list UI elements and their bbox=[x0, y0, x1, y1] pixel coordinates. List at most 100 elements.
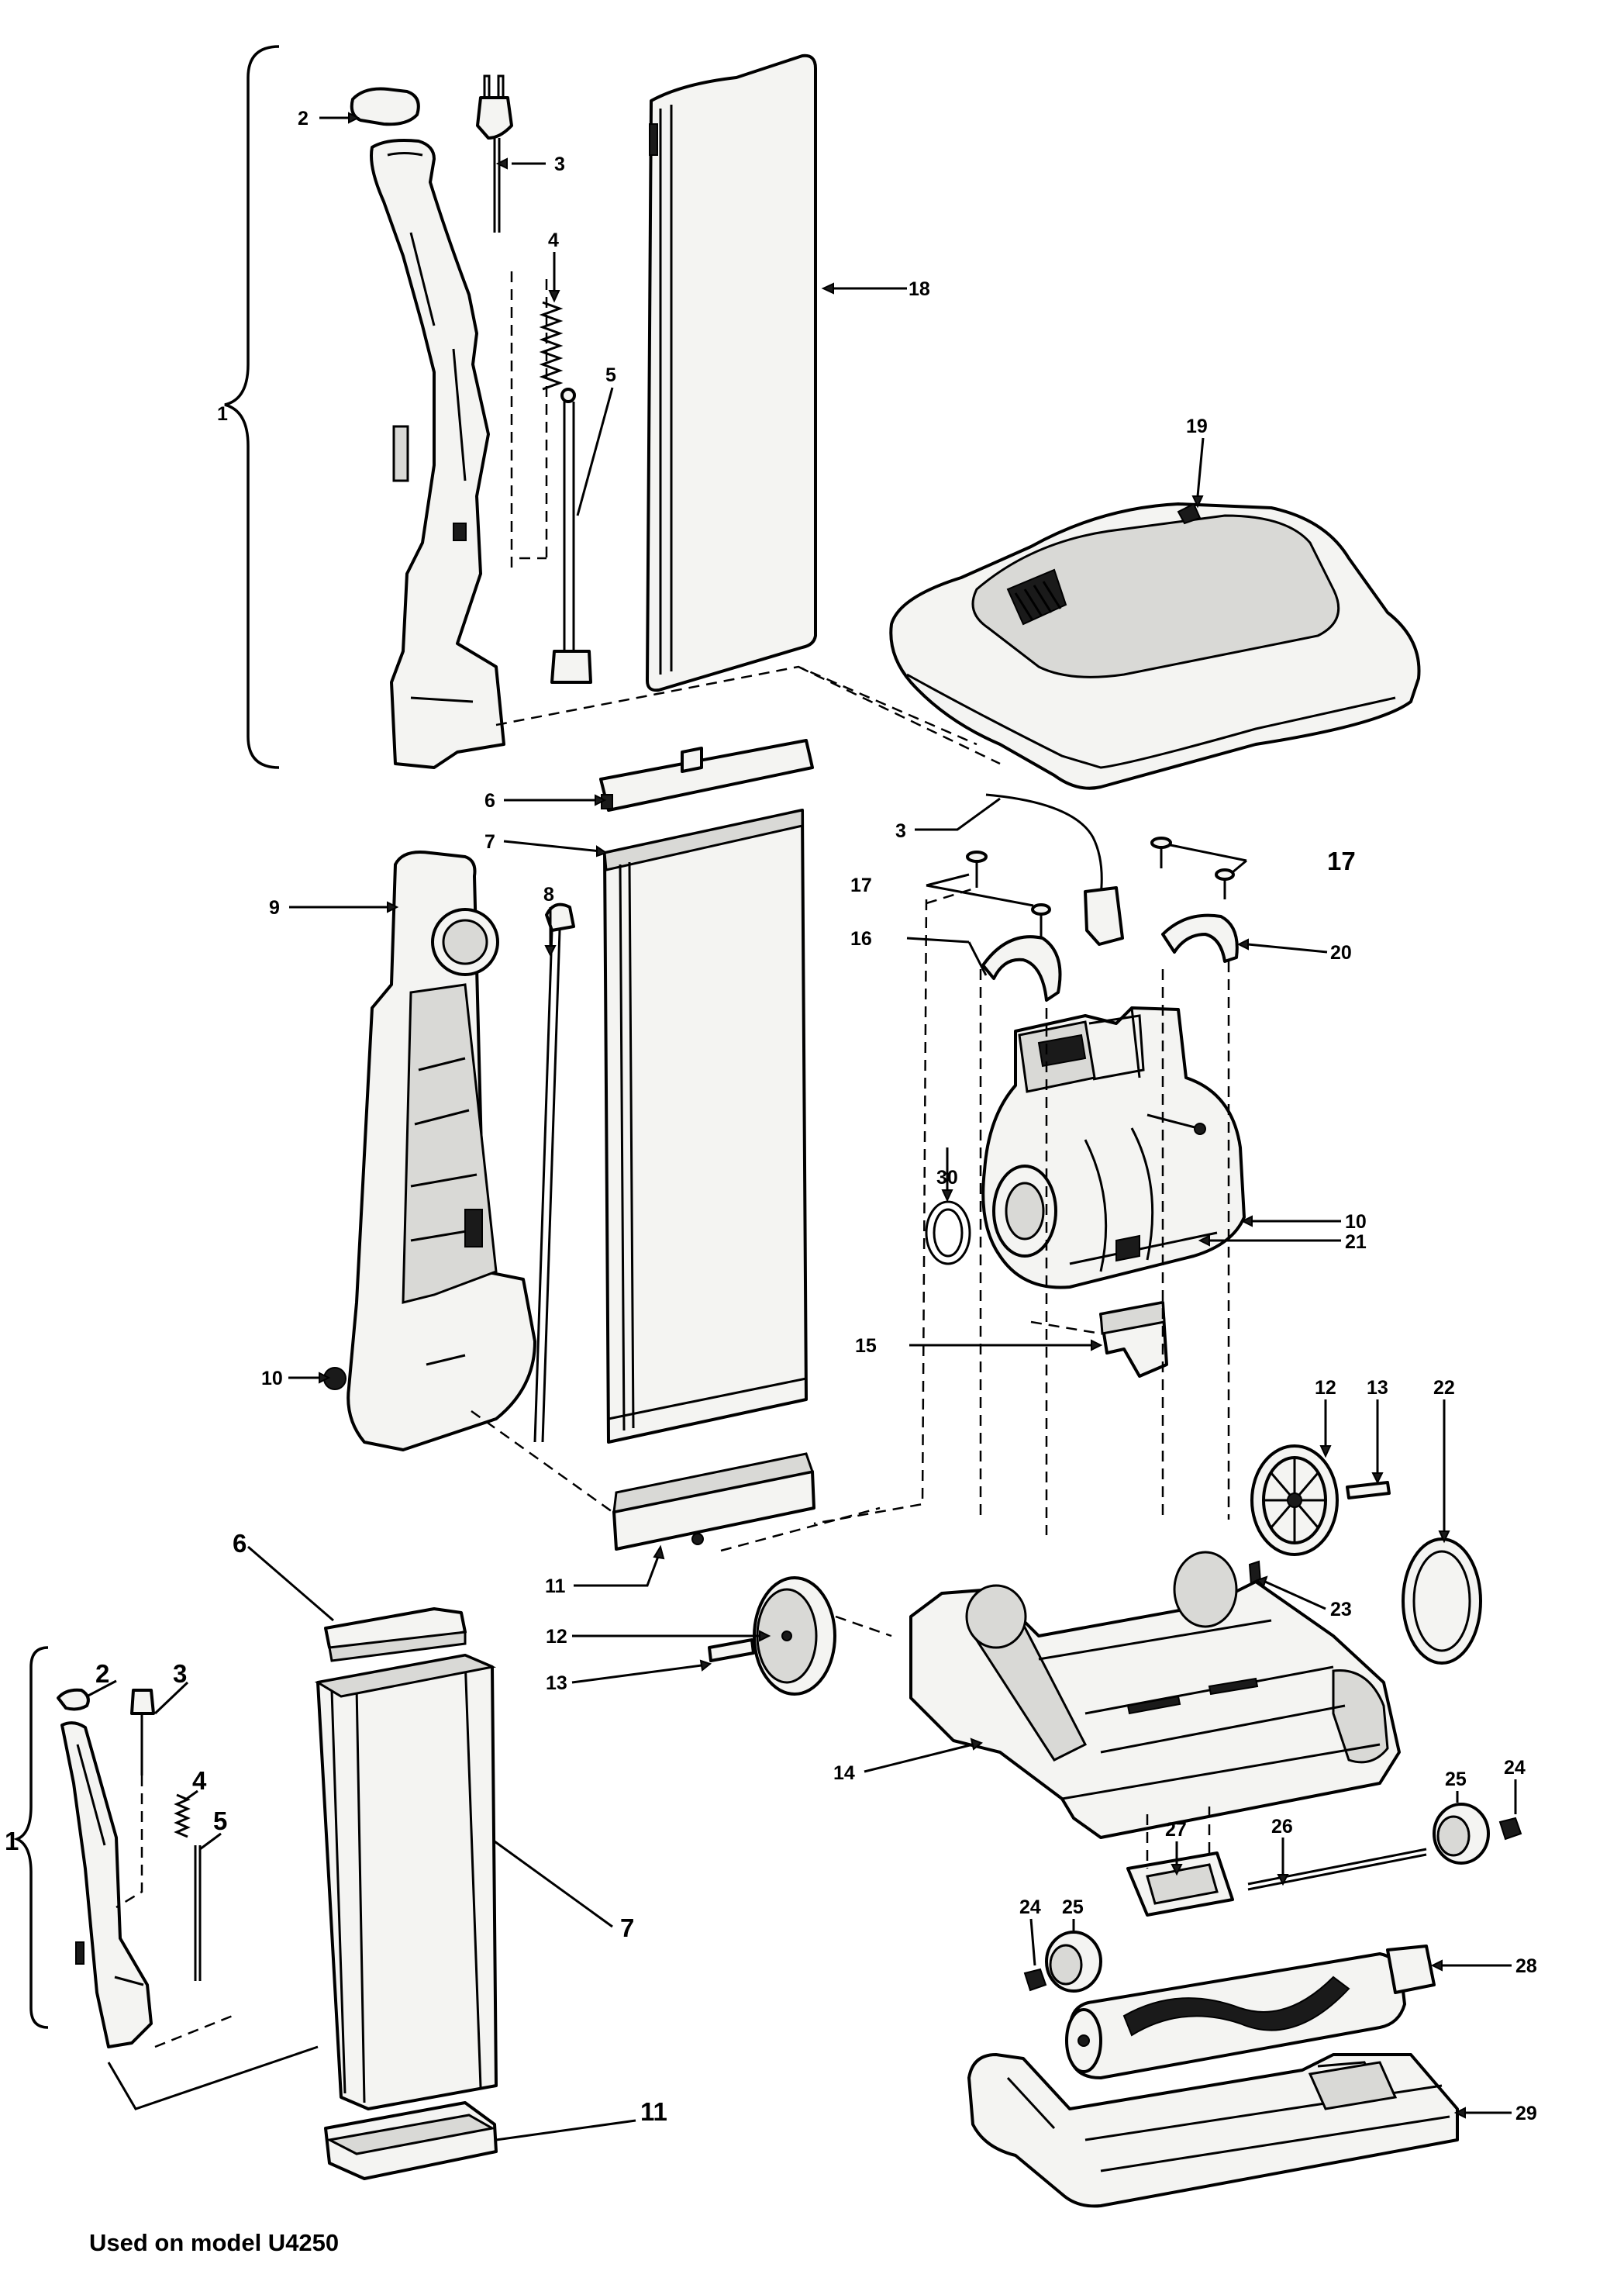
alt-pointer-lines bbox=[107, 2045, 319, 2110]
bottom-plate-lines bbox=[1006, 2061, 1450, 2172]
callout-25-left: 25 bbox=[1062, 1896, 1084, 1918]
cord-plug-part-3 bbox=[476, 74, 513, 233]
callout-10-left: 10 bbox=[261, 1368, 283, 1389]
callout-4-low: 4 bbox=[192, 1766, 207, 1795]
axle-part-13-mid bbox=[708, 1638, 755, 1662]
callout-6-mid: 6 bbox=[484, 790, 495, 812]
nut-part-24-left bbox=[1023, 1968, 1047, 1992]
callout-6-low: 6 bbox=[233, 1529, 247, 1558]
handle-switch-slot bbox=[453, 523, 467, 541]
hood-vent-slats bbox=[1014, 581, 1062, 621]
belt-guard-part-27-face bbox=[1146, 1863, 1219, 1905]
callout-17-right: 17 bbox=[1327, 847, 1356, 875]
callout-3-low: 3 bbox=[173, 1659, 187, 1688]
callout-5-top: 5 bbox=[605, 364, 616, 386]
bag-clamp-bottom-face bbox=[612, 1452, 814, 1513]
brush-roll-end-hole bbox=[1077, 2034, 1090, 2047]
base-axle-housing bbox=[1332, 1669, 1389, 1764]
handle-cord-hook bbox=[392, 425, 409, 482]
tire-part-22 bbox=[1402, 1537, 1482, 1665]
bag-cover-edge bbox=[659, 105, 673, 675]
callout-13-right: 13 bbox=[1367, 1377, 1388, 1399]
wheel-mid-hub bbox=[781, 1631, 792, 1641]
hood-vent bbox=[1006, 568, 1067, 626]
motor-screw-part-10 bbox=[1146, 1113, 1198, 1130]
alt-bag-clamp-top-face bbox=[328, 1631, 467, 1662]
bracket-part-15-face bbox=[1099, 1301, 1166, 1335]
callout-2-top: 2 bbox=[298, 108, 309, 129]
axle-part-13-right bbox=[1346, 1481, 1391, 1499]
callout-26: 26 bbox=[1271, 1816, 1293, 1838]
cord-connector bbox=[1084, 886, 1124, 946]
alt-guide-dashline bbox=[116, 1775, 233, 2048]
callout-12-mid: 12 bbox=[546, 1626, 567, 1648]
callout-16: 16 bbox=[850, 928, 872, 950]
callout-7-low: 7 bbox=[620, 1913, 634, 1942]
callout-28: 28 bbox=[1515, 1955, 1537, 1977]
guide-dashline-brush bbox=[1146, 1807, 1211, 1869]
base-wheel-right bbox=[1173, 1551, 1238, 1628]
bottom-plate-rear bbox=[1308, 2061, 1398, 2110]
callout-23: 23 bbox=[1330, 1599, 1352, 1620]
callout-labels: 1 2 3 4 5 18 19 6 7 3 9 8 17 17 16 20 30… bbox=[5, 108, 1537, 2126]
callout-14: 14 bbox=[833, 1762, 855, 1784]
end-cap-part-25-left-face bbox=[1049, 1944, 1083, 1986]
rod-part-5 bbox=[550, 388, 592, 684]
shaft-part-26 bbox=[1247, 1848, 1427, 1886]
leader-lines bbox=[86, 112, 1517, 2141]
motor-screw-head bbox=[1194, 1123, 1206, 1135]
motor-top-vent bbox=[1037, 1034, 1087, 1068]
cord-dashline-top bbox=[510, 271, 548, 574]
bag-clamp-bottom-screw bbox=[691, 1533, 704, 1545]
callout-3-mid: 3 bbox=[895, 820, 906, 842]
callout-1-low: 1 bbox=[5, 1827, 19, 1855]
guide-dashline-wheel bbox=[835, 1615, 892, 1637]
model-caption: Used on model U4250 bbox=[89, 2229, 340, 2256]
upper-handle bbox=[370, 139, 505, 769]
callout-24-left: 24 bbox=[1019, 1896, 1041, 1918]
callout-27: 27 bbox=[1165, 1819, 1187, 1841]
power-cord-part-3 bbox=[985, 793, 1103, 896]
alt-handle bbox=[60, 1721, 153, 2048]
bag-cover-part-18 bbox=[646, 53, 817, 692]
callout-13-mid: 13 bbox=[546, 1672, 567, 1694]
callout-20: 20 bbox=[1330, 942, 1352, 964]
bag-clamp-top-part-6 bbox=[599, 739, 814, 812]
nut-part-24-right bbox=[1498, 1817, 1522, 1841]
tire-part-22-inner bbox=[1412, 1550, 1471, 1652]
callout-4-top: 4 bbox=[548, 229, 559, 251]
callout-3-top: 3 bbox=[554, 154, 565, 175]
callout-7-mid: 7 bbox=[484, 831, 495, 853]
shaft-part-26-edge bbox=[1247, 1853, 1427, 1891]
alt-handle-cap-part-2 bbox=[57, 1688, 90, 1711]
spring-part-4 bbox=[539, 301, 564, 391]
handle-cap-part-2 bbox=[350, 87, 420, 126]
bag-housing-slot bbox=[464, 1209, 483, 1247]
brush-roll-bristles bbox=[1122, 1976, 1350, 2037]
upper-handle-detail bbox=[387, 152, 474, 703]
bag-housing-ribs bbox=[410, 1057, 481, 1366]
callout-1-top: 1 bbox=[217, 403, 228, 425]
bag-cover-hinge bbox=[649, 123, 658, 156]
alt-handle-slot bbox=[75, 1941, 84, 1965]
alt-handle-detail bbox=[76, 1744, 144, 1986]
callout-17-left: 17 bbox=[850, 875, 872, 896]
motor-body-lines bbox=[1069, 1127, 1218, 1272]
bag-clamp-knob bbox=[681, 747, 703, 773]
callout-30: 30 bbox=[936, 1167, 958, 1189]
bag-housing-inner bbox=[402, 983, 498, 1304]
callout-11-low: 11 bbox=[640, 2097, 667, 2126]
motor-switch bbox=[1115, 1234, 1140, 1262]
callout-22: 22 bbox=[1433, 1377, 1455, 1399]
guide-dashline-middle bbox=[471, 899, 928, 1552]
alt-filter-bag-top-band bbox=[314, 1654, 497, 1698]
filter-bag-top-band bbox=[603, 809, 804, 871]
alt-filter-bag-seams bbox=[330, 1657, 482, 2103]
base-wheel-left bbox=[965, 1584, 1027, 1649]
callout-21: 21 bbox=[1345, 1231, 1367, 1253]
guide-dashline-motor bbox=[926, 886, 1230, 1535]
callout-24-right: 24 bbox=[1504, 1757, 1526, 1779]
callout-15: 15 bbox=[855, 1335, 877, 1357]
hood-latch bbox=[1177, 502, 1202, 525]
brush-roll-pulley bbox=[1386, 1945, 1436, 1994]
